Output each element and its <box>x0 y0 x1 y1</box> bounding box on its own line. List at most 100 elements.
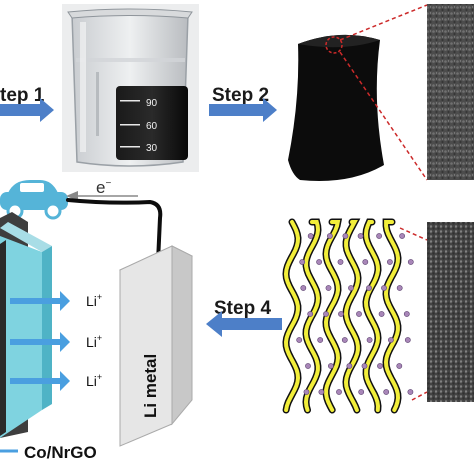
li-metal-anode: Li metal <box>118 245 194 447</box>
co-particle <box>325 285 332 291</box>
car-window <box>20 183 44 192</box>
zoom-line-top-1 <box>339 4 428 41</box>
external-wire <box>66 198 163 264</box>
co-particle <box>378 311 385 317</box>
fiber-particles <box>296 233 414 395</box>
co-particle <box>357 233 364 239</box>
co-particle <box>381 285 387 291</box>
step4-label: Step 4 <box>214 298 271 319</box>
co-particle <box>386 259 393 265</box>
aerogel-photo <box>288 34 384 181</box>
co-particle <box>361 363 368 369</box>
co-particle <box>403 311 410 317</box>
beaker-mark-90: 90 <box>146 98 158 109</box>
co-particle <box>305 363 311 369</box>
beaker-mark-60: 60 <box>146 121 158 132</box>
step4-arrow <box>206 311 282 337</box>
step1-arrow <box>0 98 54 122</box>
zoom-line-bottom-2 <box>411 391 428 401</box>
co-particle <box>404 337 411 343</box>
beaker-mark-line-1 <box>120 100 140 102</box>
co-particle <box>336 389 342 395</box>
sem-top-frame <box>427 4 474 180</box>
co-particle <box>327 363 334 369</box>
fiber-strand <box>283 220 301 412</box>
sem-image-bottom <box>427 222 474 402</box>
co-particle <box>337 259 344 265</box>
beaker-rim <box>67 8 193 19</box>
li-ion-label-2: Li+ <box>86 333 102 350</box>
beaker-mark-line-3 <box>120 146 140 148</box>
step2-label: Step 2 <box>212 85 269 106</box>
cathode-side <box>42 246 52 410</box>
electron-charge: − <box>105 178 111 189</box>
co-particle <box>323 311 329 317</box>
cathode-top-edge <box>0 222 52 252</box>
sem-top-overlay <box>427 4 474 180</box>
co-particle <box>318 389 325 395</box>
sem-bottom-overlay <box>427 222 474 402</box>
li-ion-label-3: Li+ <box>86 372 102 389</box>
co-particle <box>346 363 353 369</box>
co-particle <box>377 363 383 369</box>
co-particle <box>303 389 310 395</box>
zoom-circle <box>325 36 343 54</box>
cathode-label-group: Co/NrGO <box>0 443 97 462</box>
cathode-panel <box>0 212 52 438</box>
electron-symbol: e− <box>96 178 111 197</box>
co-particle <box>407 389 414 395</box>
co-particle <box>296 337 303 343</box>
electron-arrow-head <box>66 191 78 201</box>
co-particle <box>366 337 373 343</box>
car-wheel-rear <box>44 202 62 220</box>
liquid-surface <box>76 58 185 62</box>
sem-bottom-frame <box>427 222 474 402</box>
fiber-strand <box>343 220 361 412</box>
beaker-photo: 90 60 30 <box>62 4 199 172</box>
co-particle <box>326 233 333 239</box>
carbon-sample <box>116 86 188 160</box>
co-particle <box>299 259 306 265</box>
fiber-strand <box>363 220 381 412</box>
cathode-face <box>0 236 42 438</box>
li-ion-labels: Li+ Li+ Li+ <box>86 292 102 389</box>
co-particle <box>387 337 394 343</box>
li-arrow-3 <box>10 371 70 391</box>
step2-group: Step 2 <box>209 85 277 122</box>
zoom-line-top-2 <box>339 51 428 181</box>
li-arrow-1 <box>10 291 70 311</box>
co-particle <box>362 259 369 265</box>
anode-front-face <box>119 245 173 447</box>
co-particle <box>316 259 322 265</box>
aerogel-body <box>288 34 384 181</box>
co-particle <box>358 389 365 395</box>
sem-image-top <box>427 4 474 180</box>
electron-flow: e− <box>66 178 138 201</box>
co-particle <box>342 233 349 239</box>
beaker-highlight <box>80 22 86 152</box>
co-particle <box>383 389 390 395</box>
co-particle <box>396 285 403 291</box>
li-ion-arrows <box>10 291 70 391</box>
co-particle <box>407 259 414 265</box>
step2-arrow <box>209 98 277 122</box>
co-particle <box>376 233 382 239</box>
li-ion-label-1: Li+ <box>86 292 102 309</box>
co-particle <box>399 233 405 239</box>
anode-label: Li metal <box>141 354 160 418</box>
co-particle <box>307 311 314 317</box>
beaker-printed-text <box>96 72 99 136</box>
aerogel-top <box>298 34 380 48</box>
beaker-mark-line-2 <box>120 124 140 126</box>
co-particle <box>317 337 324 343</box>
fiber-strand <box>383 220 401 412</box>
co-particle <box>396 363 403 369</box>
co-particle <box>366 285 372 291</box>
co-particle <box>300 285 307 291</box>
li-arrow-2 <box>10 332 70 352</box>
car-icon <box>0 180 68 220</box>
cathode-dark-layer <box>0 240 6 436</box>
co-particle <box>356 311 362 317</box>
